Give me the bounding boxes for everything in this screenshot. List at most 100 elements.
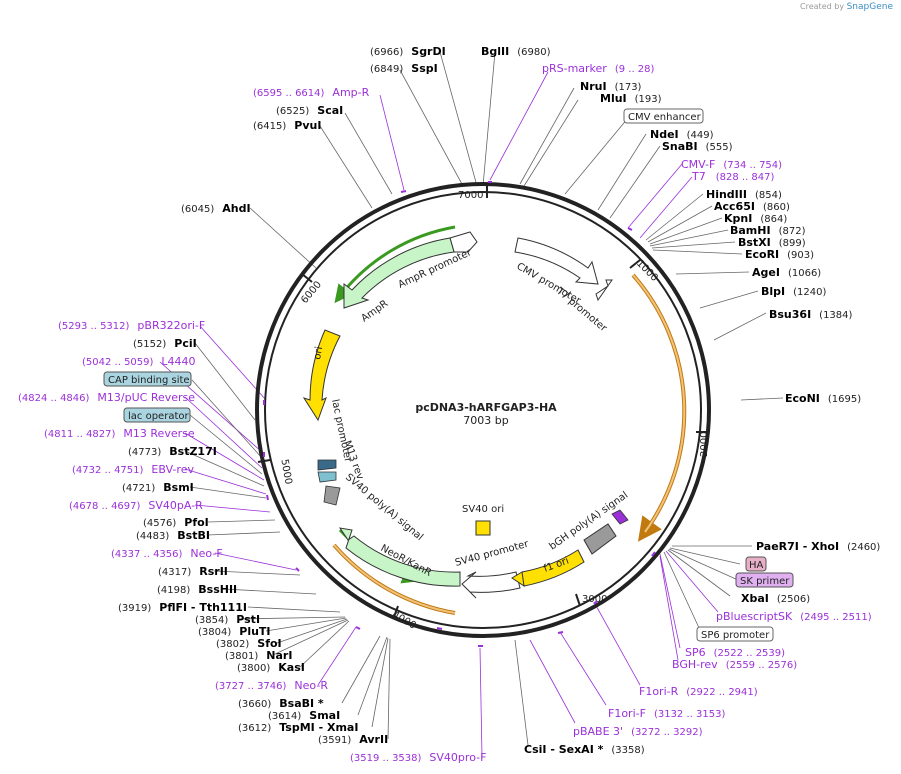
label-kpni: KpnI(864) (724, 212, 787, 225)
ha-label: HA (749, 560, 764, 571)
label-sp6: SP6(2522 .. 2539) (685, 646, 785, 659)
label-rsrii: (4317)RsrII (158, 565, 228, 578)
label-ahdi: (6045)AhdI (181, 202, 251, 215)
label-csii: CsiI - SexAI *(3358) (524, 743, 645, 756)
label-ampr-primer: (6595 .. 6614)Amp-R (253, 86, 370, 99)
label-agei: AgeI(1066) (752, 266, 821, 279)
ampr-feature (343, 237, 455, 309)
plasmid-length: 7003 bp (463, 414, 508, 427)
label-ndei: NdeI(449) (650, 128, 714, 141)
label-nari: (3801)NarI (225, 649, 292, 662)
cmv-enhancer-box (623, 108, 704, 124)
tick-marks (257, 185, 708, 618)
insert-arc (631, 273, 687, 542)
label-prs-marker: pRS-marker(9 .. 28) (542, 62, 655, 75)
label-sv40-ori: SV40 ori (462, 504, 504, 515)
lac-operator-box (123, 407, 191, 423)
label-ebvrev: (4732 .. 4751)EBV-rev (72, 463, 194, 476)
label-pvui: (6415)PvuI (253, 119, 321, 132)
label-ori: ori (312, 346, 325, 361)
sk-primer-label: SK primer (740, 576, 790, 587)
label-bsshii: (4198)BssHII (157, 583, 237, 596)
label-bsu36i: Bsu36I(1384) (769, 308, 853, 321)
label-acc65i: Acc65I(860) (714, 200, 790, 213)
label-smai: (3614)SmaI (268, 709, 340, 722)
ha-tag-feature (611, 509, 629, 525)
label-bstxi: BstXI(899) (738, 236, 806, 249)
t7-promoter-feature (595, 279, 613, 302)
m13-rev-feature (317, 459, 337, 471)
sv40-polya-feature (323, 485, 341, 506)
ori-feature (302, 329, 341, 422)
label-avrii: (3591)AvrII (318, 733, 388, 746)
label-bstz17i: (4773)BstZ17I (128, 445, 217, 458)
lac-operator-label: lac operator (128, 411, 189, 422)
ampr-green-arc (334, 225, 456, 304)
credit: Created by SnapGene (800, 2, 893, 12)
tick-3000: 3000 (582, 594, 607, 605)
label-neof: (4337 .. 4356)Neo-F (111, 547, 223, 560)
insert-arc-fill (632, 274, 686, 533)
lac-operator-feature (317, 471, 337, 483)
label-bglii: BglII(6980) (481, 45, 551, 58)
label-sv40pro: (3519 .. 3538)SV40pro-F (350, 751, 486, 764)
label-ampr: AmpR (359, 298, 390, 324)
bgh-polya-feature (583, 523, 617, 555)
label-tspmi: (3612)TspMI - XmaI (238, 721, 358, 734)
primer-marks (263, 181, 656, 647)
label-bsmi: (4721)BsmI (122, 481, 194, 494)
label-bamhi: BamHI(872) (730, 224, 806, 237)
tick-2000: 2000 (699, 432, 710, 457)
label-m13rev: (4811 .. 4827)M13 Reverse (44, 427, 195, 440)
label-pbr322: (5293 .. 5312)pBR322ori-F (58, 319, 205, 332)
label-sspi: (6849)SspI (370, 62, 438, 75)
ha-box (745, 556, 767, 572)
backbone-outer (255, 182, 711, 638)
label-pflfi: (3919)PflFI - Tth111I (118, 601, 247, 614)
sv40-promoter-feature (461, 571, 521, 599)
backbone-inner (264, 191, 702, 629)
label-paer7i: PaeR7I - XhoI(2460) (756, 540, 880, 553)
credit-prefix: Created by (800, 2, 845, 11)
credit-brand: SnapGene (846, 2, 893, 12)
cap-binding-box (103, 371, 192, 387)
label-snabi: SnaBI(555) (662, 140, 733, 153)
label-mlui: MluI(193) (600, 92, 662, 105)
sp6-promoter-box (696, 626, 774, 642)
label-scai: (6525)ScaI (276, 104, 343, 117)
label-bsabi: (3660)BsaBI * (238, 697, 324, 710)
label-blpi: BlpI(1240) (761, 285, 826, 298)
label-bghrev: BGH-rev(2559 .. 2576) (672, 658, 797, 671)
label-l4440: (5042 .. 5059)L4440 (82, 355, 196, 368)
label-xbai: XbaI(2506) (741, 592, 810, 605)
tick-6000: 6000 (299, 279, 324, 306)
label-sgrdi: (6966)SgrDI (370, 45, 446, 58)
sv40-ori-feature (475, 520, 491, 536)
label-sv40-polya: SV40 poly(A) signal (343, 472, 425, 543)
label-pcii: (5152)PciI (133, 337, 197, 350)
tick-7000: 7000 (458, 190, 483, 201)
label-bstbi: (4483)BstBI (136, 529, 210, 542)
label-sv40-promoter: SV40 promoter (454, 539, 531, 569)
label-pbluescript: pBluescriptSK(2495 .. 2511) (716, 610, 872, 623)
label-f1orif: F1ori-F(3132 .. 3153) (608, 707, 725, 720)
label-nrui: NruI(173) (580, 80, 642, 93)
label-m13puc: (4824 .. 4846)M13/pUC Reverse (18, 391, 195, 404)
label-t7: T7(828 .. 847) (691, 170, 775, 183)
sk-primer-box (735, 572, 794, 588)
cmv-promoter-feature (514, 237, 599, 285)
label-cmvf: CMV-F(734 .. 754) (681, 158, 782, 171)
label-hindiii: HindIII(854) (706, 188, 782, 201)
neo-orange-arc-fill (333, 544, 456, 614)
label-sv40par: (4678 .. 4697)SV40pA-R (69, 499, 203, 512)
label-f1orir: F1ori-R(2922 .. 2941) (639, 685, 758, 698)
cap-binding-label: CAP binding site (108, 375, 190, 386)
label-pbabe: pBABE 3'(3272 .. 3292) (573, 725, 703, 738)
sp6-promoter-label: SP6 promoter (701, 630, 770, 641)
f1-ori-feature (511, 549, 585, 588)
label-econi: EcoNI(1695) (785, 392, 861, 405)
label-pluti: (3804)PluTI (198, 625, 271, 638)
neor-feature (338, 527, 461, 587)
label-pfoi: (4576)PfoI (143, 516, 209, 529)
